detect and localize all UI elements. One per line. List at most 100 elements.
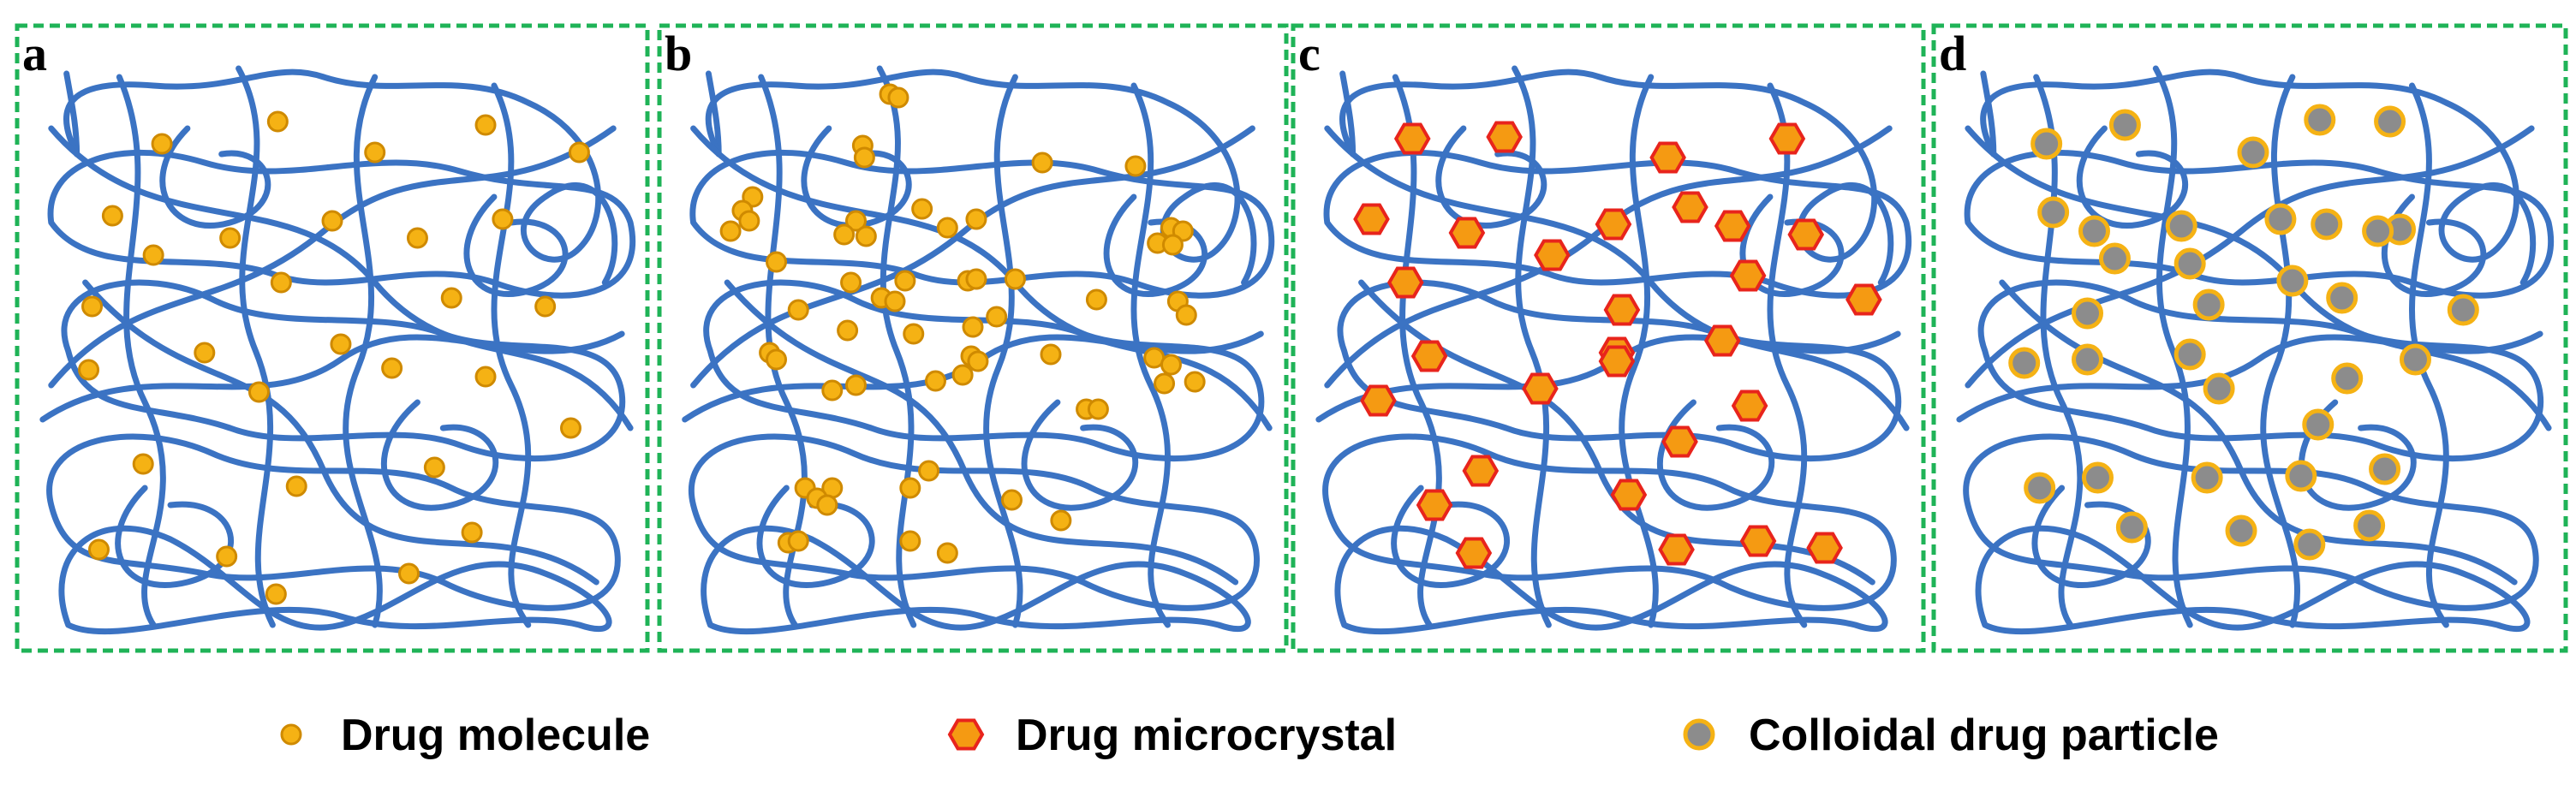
colloidal-drug-particle	[2040, 199, 2067, 226]
colloidal-drug-particle	[2313, 211, 2340, 238]
panel-c: c	[1291, 23, 1926, 653]
drug-molecule	[265, 583, 287, 605]
drug-molecule	[1124, 155, 1147, 177]
drug-molecule	[738, 210, 760, 232]
colloidal-drug-particle	[2176, 341, 2203, 368]
drug-molecule	[1160, 354, 1182, 376]
colloidal-drug-particle	[2279, 267, 2306, 294]
drug-molecule	[833, 223, 856, 246]
drug-microcrystal	[1598, 345, 1635, 378]
colloidal-drug-particle	[2111, 111, 2138, 139]
panel-border	[15, 23, 650, 653]
drug-microcrystal	[1522, 372, 1559, 405]
drug-molecule	[884, 290, 906, 312]
drug-microcrystal	[1411, 340, 1448, 372]
drug-molecule	[1085, 288, 1107, 311]
drug-molecule	[766, 251, 788, 273]
drug-molecule	[534, 295, 557, 318]
drug-molecule	[967, 350, 989, 372]
drug-molecule	[219, 227, 242, 249]
drug-molecule	[936, 542, 958, 564]
panel-label: a	[22, 26, 47, 81]
colloidal-drug-particle	[2401, 346, 2429, 373]
drug-microcrystal	[1806, 532, 1843, 564]
drug-molecule	[381, 357, 403, 379]
drug-microcrystal	[1486, 121, 1523, 153]
drug-microcrystal	[1846, 283, 1882, 316]
drug-microcrystal	[1534, 239, 1571, 271]
drug-molecule	[101, 205, 123, 227]
drug-molecule	[837, 319, 859, 342]
drug-molecule	[270, 271, 292, 294]
drug-molecule	[936, 217, 958, 239]
colloidal-drug-particle	[2074, 346, 2102, 373]
drug-molecule	[321, 210, 343, 232]
drug-microcrystal	[1787, 218, 1824, 251]
drug-molecule	[1040, 343, 1062, 366]
drug-microcrystal	[1610, 479, 1647, 511]
drug-molecule	[816, 494, 838, 516]
legend-label: Colloidal drug particle	[1749, 711, 2219, 760]
drug-molecule	[1031, 152, 1053, 174]
drug-molecule	[440, 287, 462, 309]
drug-molecule	[1184, 371, 1206, 393]
drug-molecule	[965, 208, 987, 230]
drug-microcrystal	[1661, 425, 1698, 458]
drug-microcrystal	[1394, 122, 1431, 155]
drug-molecule	[398, 562, 420, 585]
colloidal-drug-particle	[2296, 531, 2323, 558]
drug-molecule	[1154, 372, 1176, 395]
drug-molecule	[766, 348, 788, 371]
drug-microcrystal-icon	[948, 718, 984, 751]
colloidal-drug-particle	[2329, 284, 2356, 312]
drug-molecule	[151, 133, 173, 155]
colloidal-drug-particle	[2026, 474, 2054, 502]
drug-molecule	[1161, 234, 1184, 256]
drug-microcrystal	[1387, 266, 1424, 299]
drug-molecule	[911, 198, 933, 220]
colloidal-drug-particle	[2371, 455, 2399, 483]
drug-microcrystal	[1353, 203, 1390, 235]
drug-molecule	[364, 141, 386, 164]
drug-molecule	[965, 268, 987, 290]
colloidal-drug-particle	[2356, 512, 2383, 539]
colloidal-drug-particle	[2176, 250, 2203, 277]
drug-molecule	[853, 146, 875, 169]
drug-molecule	[855, 225, 877, 247]
drug-microcrystal	[1360, 384, 1397, 417]
drug-molecule	[821, 379, 844, 401]
colloidal-drug-particle	[2334, 365, 2361, 392]
drug-molecule	[194, 342, 216, 364]
drug-molecule	[474, 366, 497, 388]
drug-microcrystal	[1768, 122, 1805, 155]
drug-molecule	[216, 545, 238, 568]
drug-molecule	[719, 220, 742, 242]
panel-label: b	[665, 26, 692, 81]
colloidal-drug-particle	[2267, 205, 2294, 233]
drug-molecule	[330, 333, 352, 355]
colloidal-drug-particle	[2195, 291, 2222, 318]
drug-molecule	[461, 521, 483, 544]
drug-molecule	[840, 271, 862, 294]
colloidal-drug-particle	[2364, 217, 2392, 245]
panel-label: c	[1298, 26, 1321, 81]
drug-molecule	[266, 110, 289, 133]
colloidal-drug-particle	[2011, 349, 2038, 377]
colloidal-drug-particle	[2287, 462, 2315, 490]
panel-border	[1931, 23, 2568, 653]
drug-molecule-icon	[280, 723, 302, 746]
colloidal-drug-particle	[2084, 464, 2111, 491]
colloidal-drug-particle	[2449, 296, 2477, 324]
panel-b: b	[657, 23, 1289, 653]
drug-microcrystal	[1462, 455, 1499, 487]
drug-microcrystal	[1595, 208, 1631, 241]
drug-molecule	[142, 244, 164, 266]
colloidal-drug-particle	[2239, 139, 2267, 166]
drug-microcrystal	[1740, 525, 1777, 557]
panel-a: a	[15, 23, 650, 653]
drug-molecule	[844, 374, 867, 396]
drug-microcrystal	[1448, 217, 1485, 249]
panel-border	[657, 23, 1289, 653]
drug-molecule	[986, 306, 1008, 328]
drug-molecule	[285, 475, 307, 497]
